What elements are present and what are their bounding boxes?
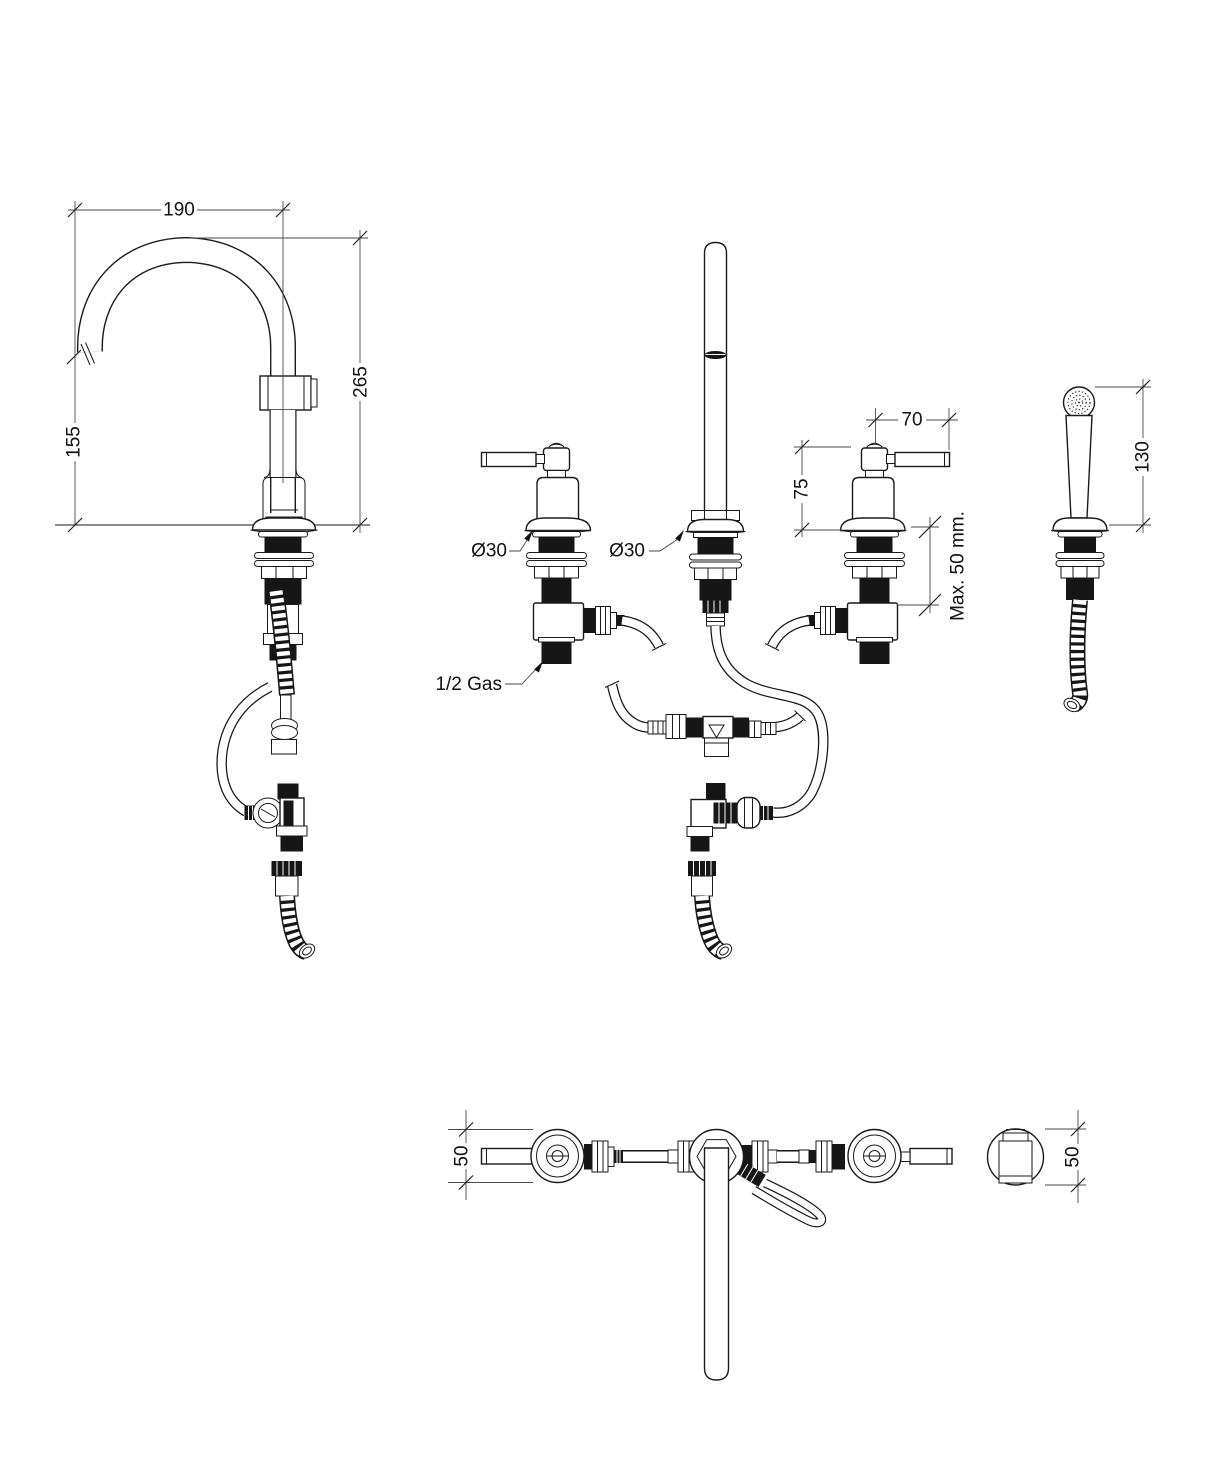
plan-right-valve-rosette — [847, 1128, 902, 1184]
spout-deck-flange — [250, 517, 318, 538]
figure-handshower-side-view — [1050, 386, 1110, 713]
figure-spout-side-view — [55, 236, 370, 960]
center-lower-flex-hose — [688, 861, 733, 960]
spout-lower-flex-hose — [271, 861, 316, 960]
dim-label-rosette-diameter-right: 50 — [1063, 1146, 1084, 1167]
valve-gas-thread — [541, 642, 572, 664]
spout-supply-loop-hose — [216, 682, 284, 829]
handshower-hose — [1063, 599, 1089, 713]
valve-lower-body — [532, 602, 585, 641]
valve-deck-flange — [525, 517, 592, 532]
handle-hub — [542, 447, 571, 472]
dim-label-spout-outlet-height: 155 — [64, 426, 85, 458]
spout-aerator-line — [85, 342, 95, 364]
plan-center-spout-rosette — [688, 1128, 745, 1381]
center-column-hose — [710, 625, 829, 819]
dim-label-rosette-diameter-left: 50 — [452, 1145, 473, 1166]
dim-label-handle-height: 75 — [792, 478, 813, 499]
plan-right-lever — [909, 1147, 953, 1165]
handshower-handle — [1065, 414, 1093, 519]
center-elbow-fitting — [686, 783, 773, 852]
plan-left-lever — [480, 1147, 537, 1165]
dimensions: 190 265 155 Ø30 Ø30 1/2 Gas 70 — [64, 200, 1154, 1203]
figure-plan-view-handshower — [986, 1128, 1045, 1186]
spout-swivel-sleeve — [259, 375, 318, 411]
figure-installation-view — [480, 241, 950, 960]
side-valve-assembly — [480, 442, 667, 664]
spout-flex-hose — [268, 589, 298, 755]
t-connector-assembly — [604, 680, 806, 757]
handshower-deck-mount — [1050, 517, 1110, 600]
plan-spout-tube — [703, 1147, 730, 1381]
figure-plan-view-mixer — [480, 1128, 953, 1381]
spout-elbow-fitting — [276, 783, 308, 852]
plan-left-hose-chain — [584, 1140, 702, 1173]
dim-label-hole-diameter-left: Ø30 — [471, 541, 507, 562]
center-spout-column — [685, 241, 746, 627]
spout-outlet-edge — [80, 343, 91, 366]
plan-handshower-hose-loop — [735, 1160, 827, 1228]
lever-handle — [480, 451, 537, 468]
dim-label-max-deck-thickness: Max. 50 mm. — [948, 511, 969, 621]
dim-label-hole-diameter-center: Ø30 — [609, 541, 645, 562]
valve-body — [536, 476, 580, 520]
handshower-head — [1062, 386, 1096, 419]
plan-left-valve-rosette — [530, 1128, 585, 1184]
dim-label-gas-thread: 1/2 Gas — [435, 674, 502, 695]
side-valve-assembly-right — [765, 443, 950, 664]
dim-label-handshower-height: 130 — [1133, 441, 1154, 473]
plan-right-hose-chain — [742, 1140, 845, 1173]
valve-threaded-shank — [538, 537, 575, 556]
gooseneck-spout — [76, 236, 296, 513]
dim-label-handle-length: 70 — [901, 410, 922, 431]
dim-label-spout-total-height: 265 — [351, 366, 372, 398]
dim-label-spout-reach: 190 — [163, 200, 195, 221]
